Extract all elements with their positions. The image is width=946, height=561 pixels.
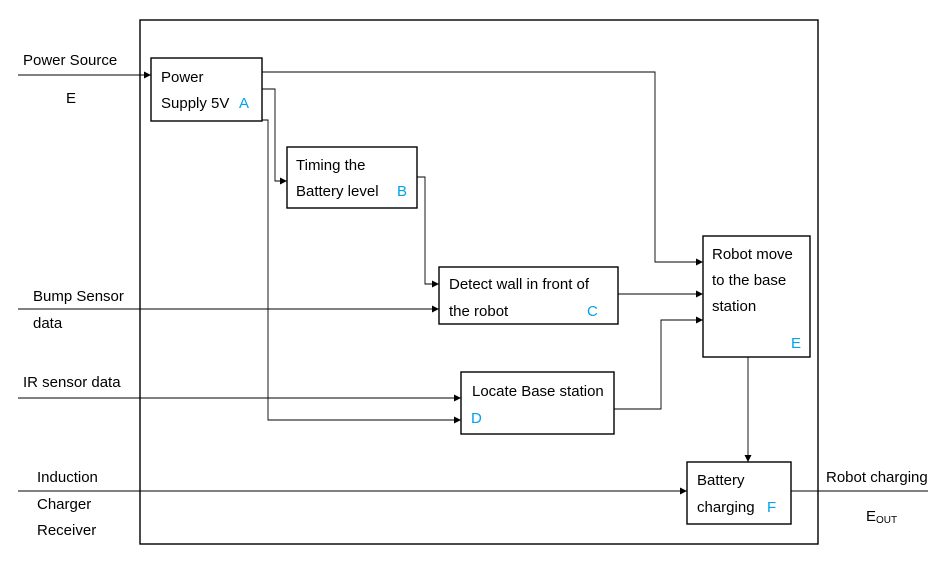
block-tag: D <box>471 410 482 427</box>
a-to-d-wire <box>262 119 461 424</box>
system-boundary <box>139 19 819 545</box>
output: Robot charging EOUT <box>826 469 928 526</box>
block-label-line: Battery <box>697 472 745 489</box>
input-label-line: data <box>33 315 63 332</box>
output-label: Robot charging <box>826 469 928 486</box>
d-to-e-wire <box>614 316 703 410</box>
block-tag: B <box>397 183 407 200</box>
a-to-b-wire <box>262 88 287 185</box>
block-timing-battery: Timing the Battery level B <box>286 146 418 209</box>
block-robot-move: Robot move to the base station E <box>702 235 811 358</box>
input-ir-sensor: IR sensor data <box>23 374 121 391</box>
block-tag: F <box>767 499 776 516</box>
a-to-e-wire <box>262 71 703 266</box>
block-label-line: Locate Base station <box>472 383 604 400</box>
output-symbol: EOUT <box>866 508 897 526</box>
block-label-line: Power <box>161 69 204 86</box>
block-tag: C <box>587 303 598 320</box>
input-label-line: Induction <box>37 469 98 486</box>
block-locate-base: Locate Base station D <box>460 371 615 435</box>
block-label-line: Supply 5V <box>161 95 229 112</box>
block-detect-wall: Detect wall in front of the robot C <box>438 266 619 325</box>
block-battery-charging: Battery charging F <box>686 461 792 525</box>
block-label-line: Timing the <box>296 157 365 174</box>
block-label-line: Battery level <box>296 183 379 200</box>
input-label-line: Receiver <box>37 522 96 539</box>
block-label-line: Detect wall in front of <box>449 276 590 293</box>
input-bump-sensor: Bump Sensor data <box>33 288 124 332</box>
block-label-line: the robot <box>449 303 509 320</box>
b-to-c-wire <box>417 176 439 288</box>
block-tag: A <box>239 95 249 112</box>
block-label-line: to the base <box>712 272 786 289</box>
input-label-line: IR sensor data <box>23 374 121 391</box>
input-label-line: E <box>66 90 76 107</box>
block-label-line: station <box>712 298 756 315</box>
input-induction: Induction Charger Receiver <box>37 469 98 539</box>
block-label-line: charging <box>697 499 755 516</box>
input-label-line: Power Source <box>23 52 117 69</box>
block-power-supply: Power Supply 5V A <box>150 57 263 122</box>
block-tag: E <box>791 335 801 352</box>
connections <box>18 71 928 495</box>
input-label-line: Bump Sensor <box>33 288 124 305</box>
input-power-source: Power Source E <box>23 52 117 107</box>
input-label-line: Charger <box>37 496 91 513</box>
block-label-line: Robot move <box>712 246 793 263</box>
